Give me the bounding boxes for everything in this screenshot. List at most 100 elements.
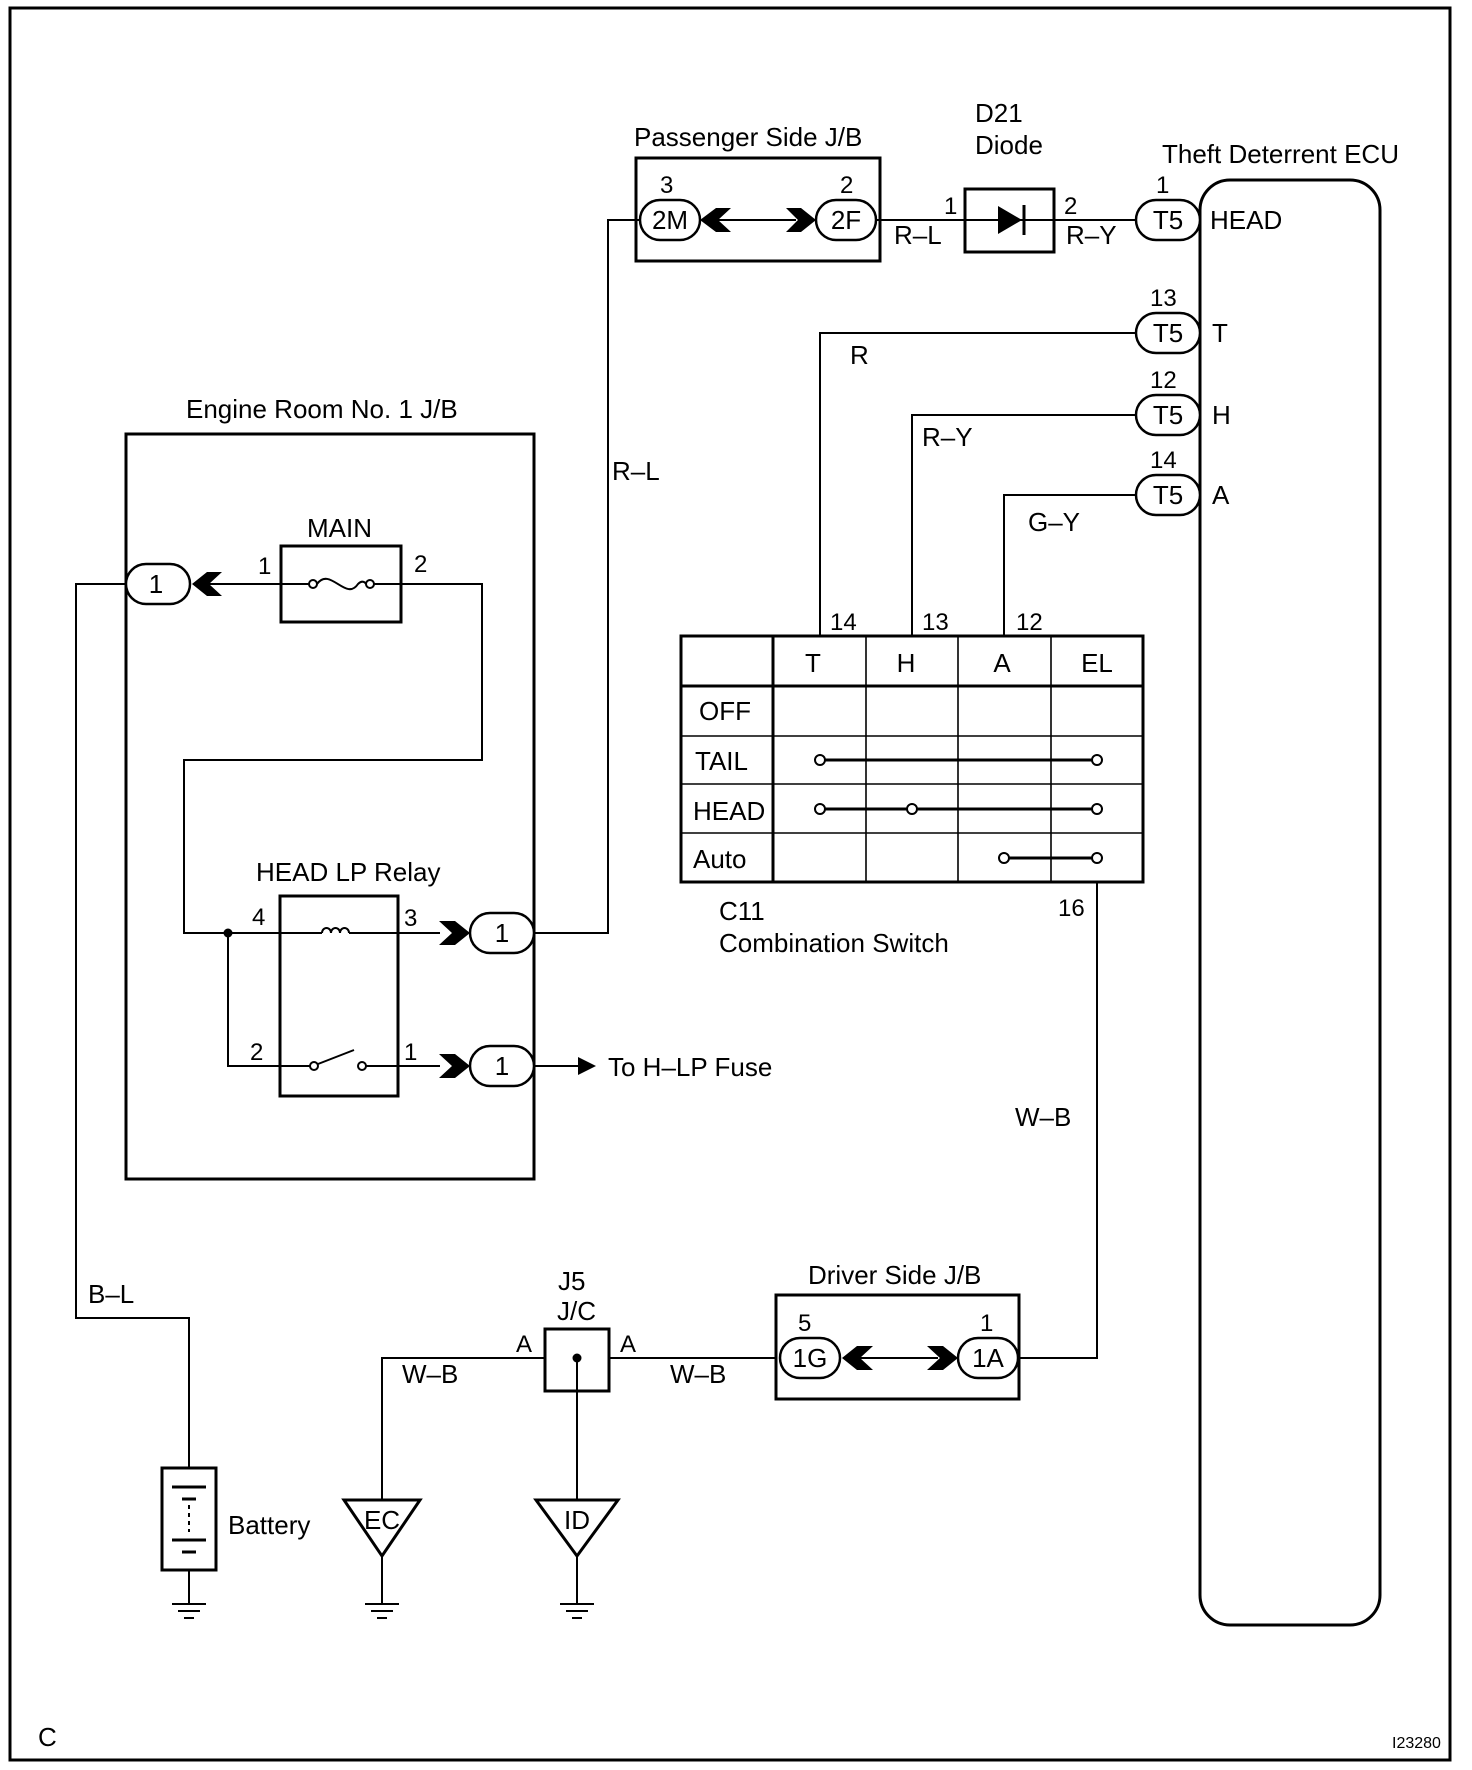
passenger-jb-pin-left: 3 xyxy=(660,172,673,199)
to-fuse-label: To H–LP Fuse xyxy=(608,1052,772,1082)
jc-ref: J5 xyxy=(558,1266,585,1296)
relay-pin-coil-in: 4 xyxy=(252,904,265,931)
wire-color-diode-to-ecu: R–Y xyxy=(1066,220,1117,250)
relay-pin-sw-out: 1 xyxy=(404,1039,417,1066)
corner-label: C xyxy=(38,1722,57,1752)
wire-color-switch-a: G–Y xyxy=(1028,507,1080,537)
diode-ref: D21 xyxy=(975,98,1023,128)
continuity-point-head-h xyxy=(906,803,918,815)
ecu-body xyxy=(1198,178,1382,1627)
relay-pin-coil-out: 3 xyxy=(404,905,417,932)
switch-row-tail: TAIL xyxy=(695,746,748,776)
relay-title: HEAD LP Relay xyxy=(256,857,441,887)
switch-name: Combination Switch xyxy=(719,928,949,958)
wire-color-battery: B–L xyxy=(88,1279,134,1309)
passenger-jb-title: Passenger Side J/B xyxy=(634,122,862,152)
wire-color-jc-right: W–B xyxy=(670,1359,726,1389)
fuse-pin-in: 1 xyxy=(258,553,271,580)
ecu-conn-head-label: T5 xyxy=(1153,205,1183,235)
diode-pin-out: 2 xyxy=(1064,193,1077,220)
wire-color-relay-to-passenger: R–L xyxy=(612,456,660,486)
ecu-terminal-a: A xyxy=(1212,480,1230,510)
switch-col-t: T xyxy=(805,648,821,678)
passenger-jb-conn-right-label: 2F xyxy=(831,205,861,235)
ground-id-label: ID xyxy=(564,1505,590,1535)
ecu-conn-a-label: T5 xyxy=(1153,480,1183,510)
continuity-point-auto-el xyxy=(1091,852,1103,864)
fuse-pin-out: 2 xyxy=(414,551,427,578)
switch-pin-h: 13 xyxy=(922,609,949,636)
battery-ground-icon xyxy=(172,1570,206,1619)
continuity-point-head-el xyxy=(1091,803,1103,815)
diode-symbol-icon xyxy=(998,206,1022,234)
ecu-conn-t-label: T5 xyxy=(1153,318,1183,348)
ground-id-triangle xyxy=(533,1498,621,1559)
switch-row-head: HEAD xyxy=(693,796,765,826)
wire-color-jc-left: W–B xyxy=(402,1359,458,1389)
ecu-terminal-t: T xyxy=(1212,318,1228,348)
switch-row-auto: Auto xyxy=(693,844,747,874)
ecu-pin-t: 13 xyxy=(1150,285,1177,312)
switch-ref: C11 xyxy=(719,896,765,926)
engine-jb-conn-switch-label: 1 xyxy=(495,1051,509,1081)
driver-jb-conn-right xyxy=(956,1336,1020,1380)
engine-jb-conn-battery-label: 1 xyxy=(149,569,163,599)
switch-col-el: EL xyxy=(1081,648,1113,678)
ground-ec: EC xyxy=(341,1498,423,1619)
relay-coil-icon xyxy=(321,927,350,934)
relay-switch-contact-icon xyxy=(317,1049,355,1065)
continuity-point-tail-t xyxy=(814,754,826,766)
driver-side-jb: Driver Side J/B 5 1G 1 1A xyxy=(774,1260,1021,1401)
passenger-side-jb: Passenger Side J/B 3 2M 2 2F xyxy=(634,122,882,263)
ground-ec-triangle xyxy=(341,1498,423,1559)
ground-ec-label: EC xyxy=(364,1505,400,1535)
driver-jb-conn-left xyxy=(778,1336,842,1380)
passenger-jb-arrow-left xyxy=(700,208,731,232)
ecu-terminal-h: H xyxy=(1212,400,1231,430)
driver-jb-conn-right-label: 1A xyxy=(972,1343,1004,1373)
jc-pin-left: A xyxy=(516,1331,532,1358)
passenger-jb-arrow-right xyxy=(786,208,816,232)
ecu-title: Theft Deterrent ECU xyxy=(1162,139,1399,169)
driver-jb-conn-left-label: 1G xyxy=(793,1343,828,1373)
jc-name: J/C xyxy=(557,1296,596,1326)
switch-pin-a: 12 xyxy=(1016,609,1043,636)
driver-jb-title: Driver Side J/B xyxy=(808,1260,981,1290)
ecu-pin-head: 1 xyxy=(1156,172,1169,199)
diode-pin-in: 1 xyxy=(944,193,957,220)
passenger-jb-conn-left-label: 2M xyxy=(652,205,688,235)
switch-row-off: OFF xyxy=(699,696,751,726)
ecu-conn-h-label: T5 xyxy=(1153,400,1183,430)
fuse-element-icon xyxy=(316,577,367,591)
switch-pin-t: 14 xyxy=(830,609,857,636)
ground-id: ID xyxy=(533,1498,621,1619)
theft-deterrent-ecu: Theft Deterrent ECU 1 T5 HEAD 13 T5 T 12… xyxy=(1134,139,1399,1627)
continuity-point-head-t xyxy=(814,803,826,815)
d21-diode: D21 Diode 1 2 xyxy=(944,98,1077,254)
driver-jb-pin-right: 1 xyxy=(980,1310,993,1337)
combination-switch: 14 13 12 T H A EL OFF TAIL HEAD Auto C11… xyxy=(679,609,1145,958)
driver-jb-arrow-left xyxy=(842,1346,873,1370)
switch-continuity-marks xyxy=(814,754,1103,864)
wire-color-switch-h: R–Y xyxy=(922,422,973,452)
diode-name: Diode xyxy=(975,130,1043,160)
switch-col-h: H xyxy=(897,648,916,678)
battery-box xyxy=(160,1466,218,1572)
relay-out-arrow-switch xyxy=(439,1054,470,1078)
relay-pin-sw-in: 2 xyxy=(250,1039,263,1066)
jc-pin-right: A xyxy=(620,1331,636,1358)
switch-ground-pin: 16 xyxy=(1058,895,1085,922)
wire-color-el-ground: W–B xyxy=(1015,1102,1071,1132)
continuity-point-tail-el xyxy=(1091,754,1103,766)
fuse-name: MAIN xyxy=(307,513,372,543)
battery: Battery xyxy=(160,1466,310,1572)
ecu-terminal-head: HEAD xyxy=(1210,205,1282,235)
driver-jb-arrow-right xyxy=(927,1346,958,1370)
passenger-jb-pin-right: 2 xyxy=(840,172,853,199)
ecu-pin-a: 14 xyxy=(1150,447,1177,474)
to-fuse-arrow-icon xyxy=(578,1057,596,1075)
relay-out-arrow-coil xyxy=(439,921,470,945)
engine-jb-conn-coil-label: 1 xyxy=(495,918,509,948)
engine-room-jb: Engine Room No. 1 J/B 1 MAIN 1 2 HEAD LP… xyxy=(124,394,536,1181)
